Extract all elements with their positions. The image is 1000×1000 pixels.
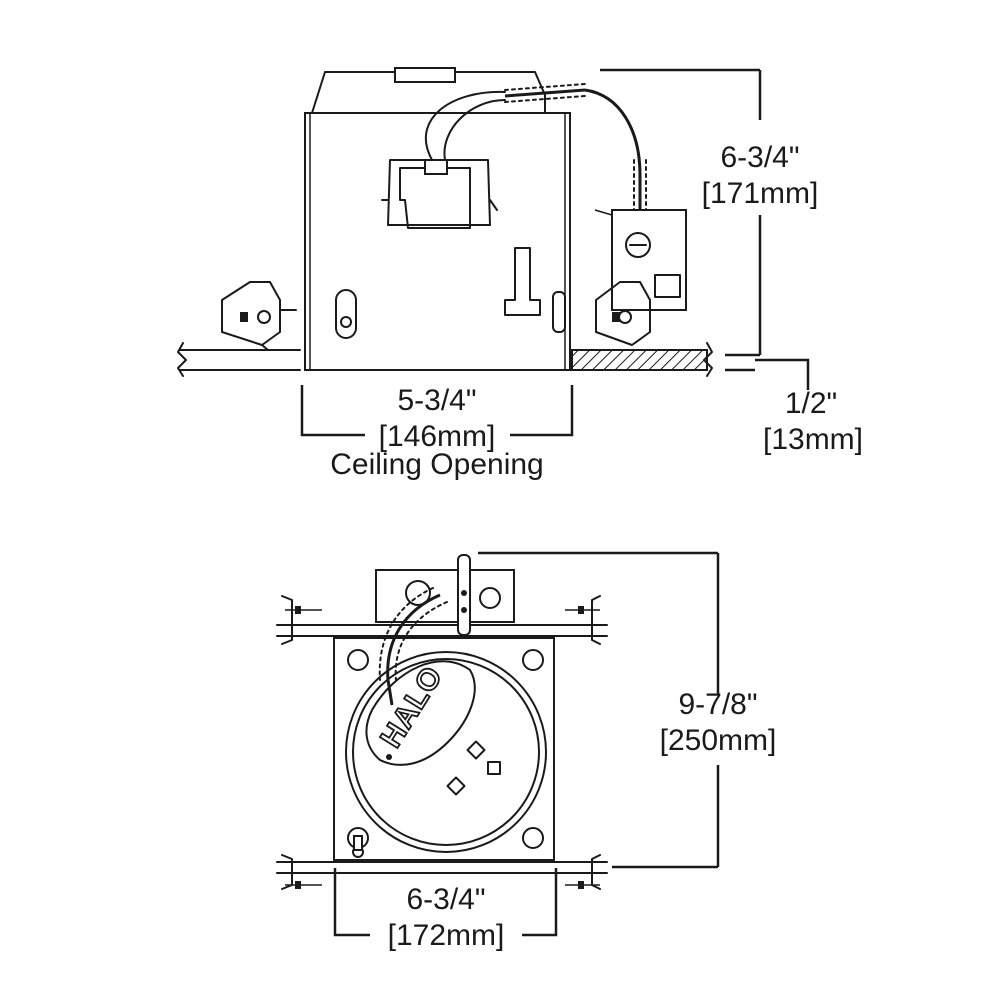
width-metric-label: [172mm]	[388, 919, 505, 952]
ceiling-thickness-metric-label: [13mm]	[763, 423, 863, 456]
ceiling-drywall	[177, 342, 713, 377]
top-view: HALO 9-7/8" [250mm] 6-3/4" [172mm]	[276, 551, 777, 952]
housing-body	[304, 112, 571, 371]
left-mounting-clip	[221, 281, 297, 351]
width-dimension: 6-3/4" [172mm]	[333, 868, 558, 952]
width-imperial-label: 6-3/4"	[406, 883, 485, 916]
top-clip	[394, 67, 456, 83]
plate-hole	[347, 649, 369, 671]
height-dimension: 6-3/4" [171mm]	[600, 68, 819, 357]
opening-dimension: 5-3/4" [146mm] Ceiling Opening	[300, 384, 574, 481]
height-imperial-label: 6-3/4"	[720, 141, 799, 174]
opening-metric-label: [146mm]	[379, 420, 496, 453]
bottom-hanger-bar	[276, 854, 608, 890]
length-dimension: 9-7/8" [250mm]	[478, 551, 777, 869]
socket-bracket	[381, 159, 498, 229]
right-mounting-clip	[595, 281, 651, 346]
opening-caption: Ceiling Opening	[330, 448, 543, 481]
length-metric-label: [250mm]	[660, 724, 777, 757]
top-junction-box	[375, 554, 515, 636]
opening-imperial-label: 5-3/4"	[397, 384, 476, 417]
junction-box	[594, 209, 687, 311]
housing-ring-inner	[352, 658, 540, 846]
length-imperial-label: 9-7/8"	[678, 688, 757, 721]
torsion-slot	[335, 289, 357, 339]
plate-hole	[522, 827, 544, 849]
top-hanger-bar	[276, 595, 608, 645]
wiring	[425, 90, 506, 161]
ceiling-thickness-dimension: 1/2" [13mm]	[725, 358, 863, 456]
side-view: 6-3/4" [171mm] 1/2" [13mm] 5-3/4" [146mm…	[177, 67, 863, 481]
retention-clip	[504, 247, 566, 333]
top-flex-conduit	[378, 587, 448, 706]
ceiling-thickness-imperial-label: 1/2"	[785, 387, 837, 420]
flex-conduit	[504, 83, 647, 211]
label-plate	[365, 660, 476, 766]
height-metric-label: [171mm]	[702, 177, 819, 210]
plate-hole	[522, 649, 544, 671]
housing-ring-outer	[345, 651, 547, 853]
